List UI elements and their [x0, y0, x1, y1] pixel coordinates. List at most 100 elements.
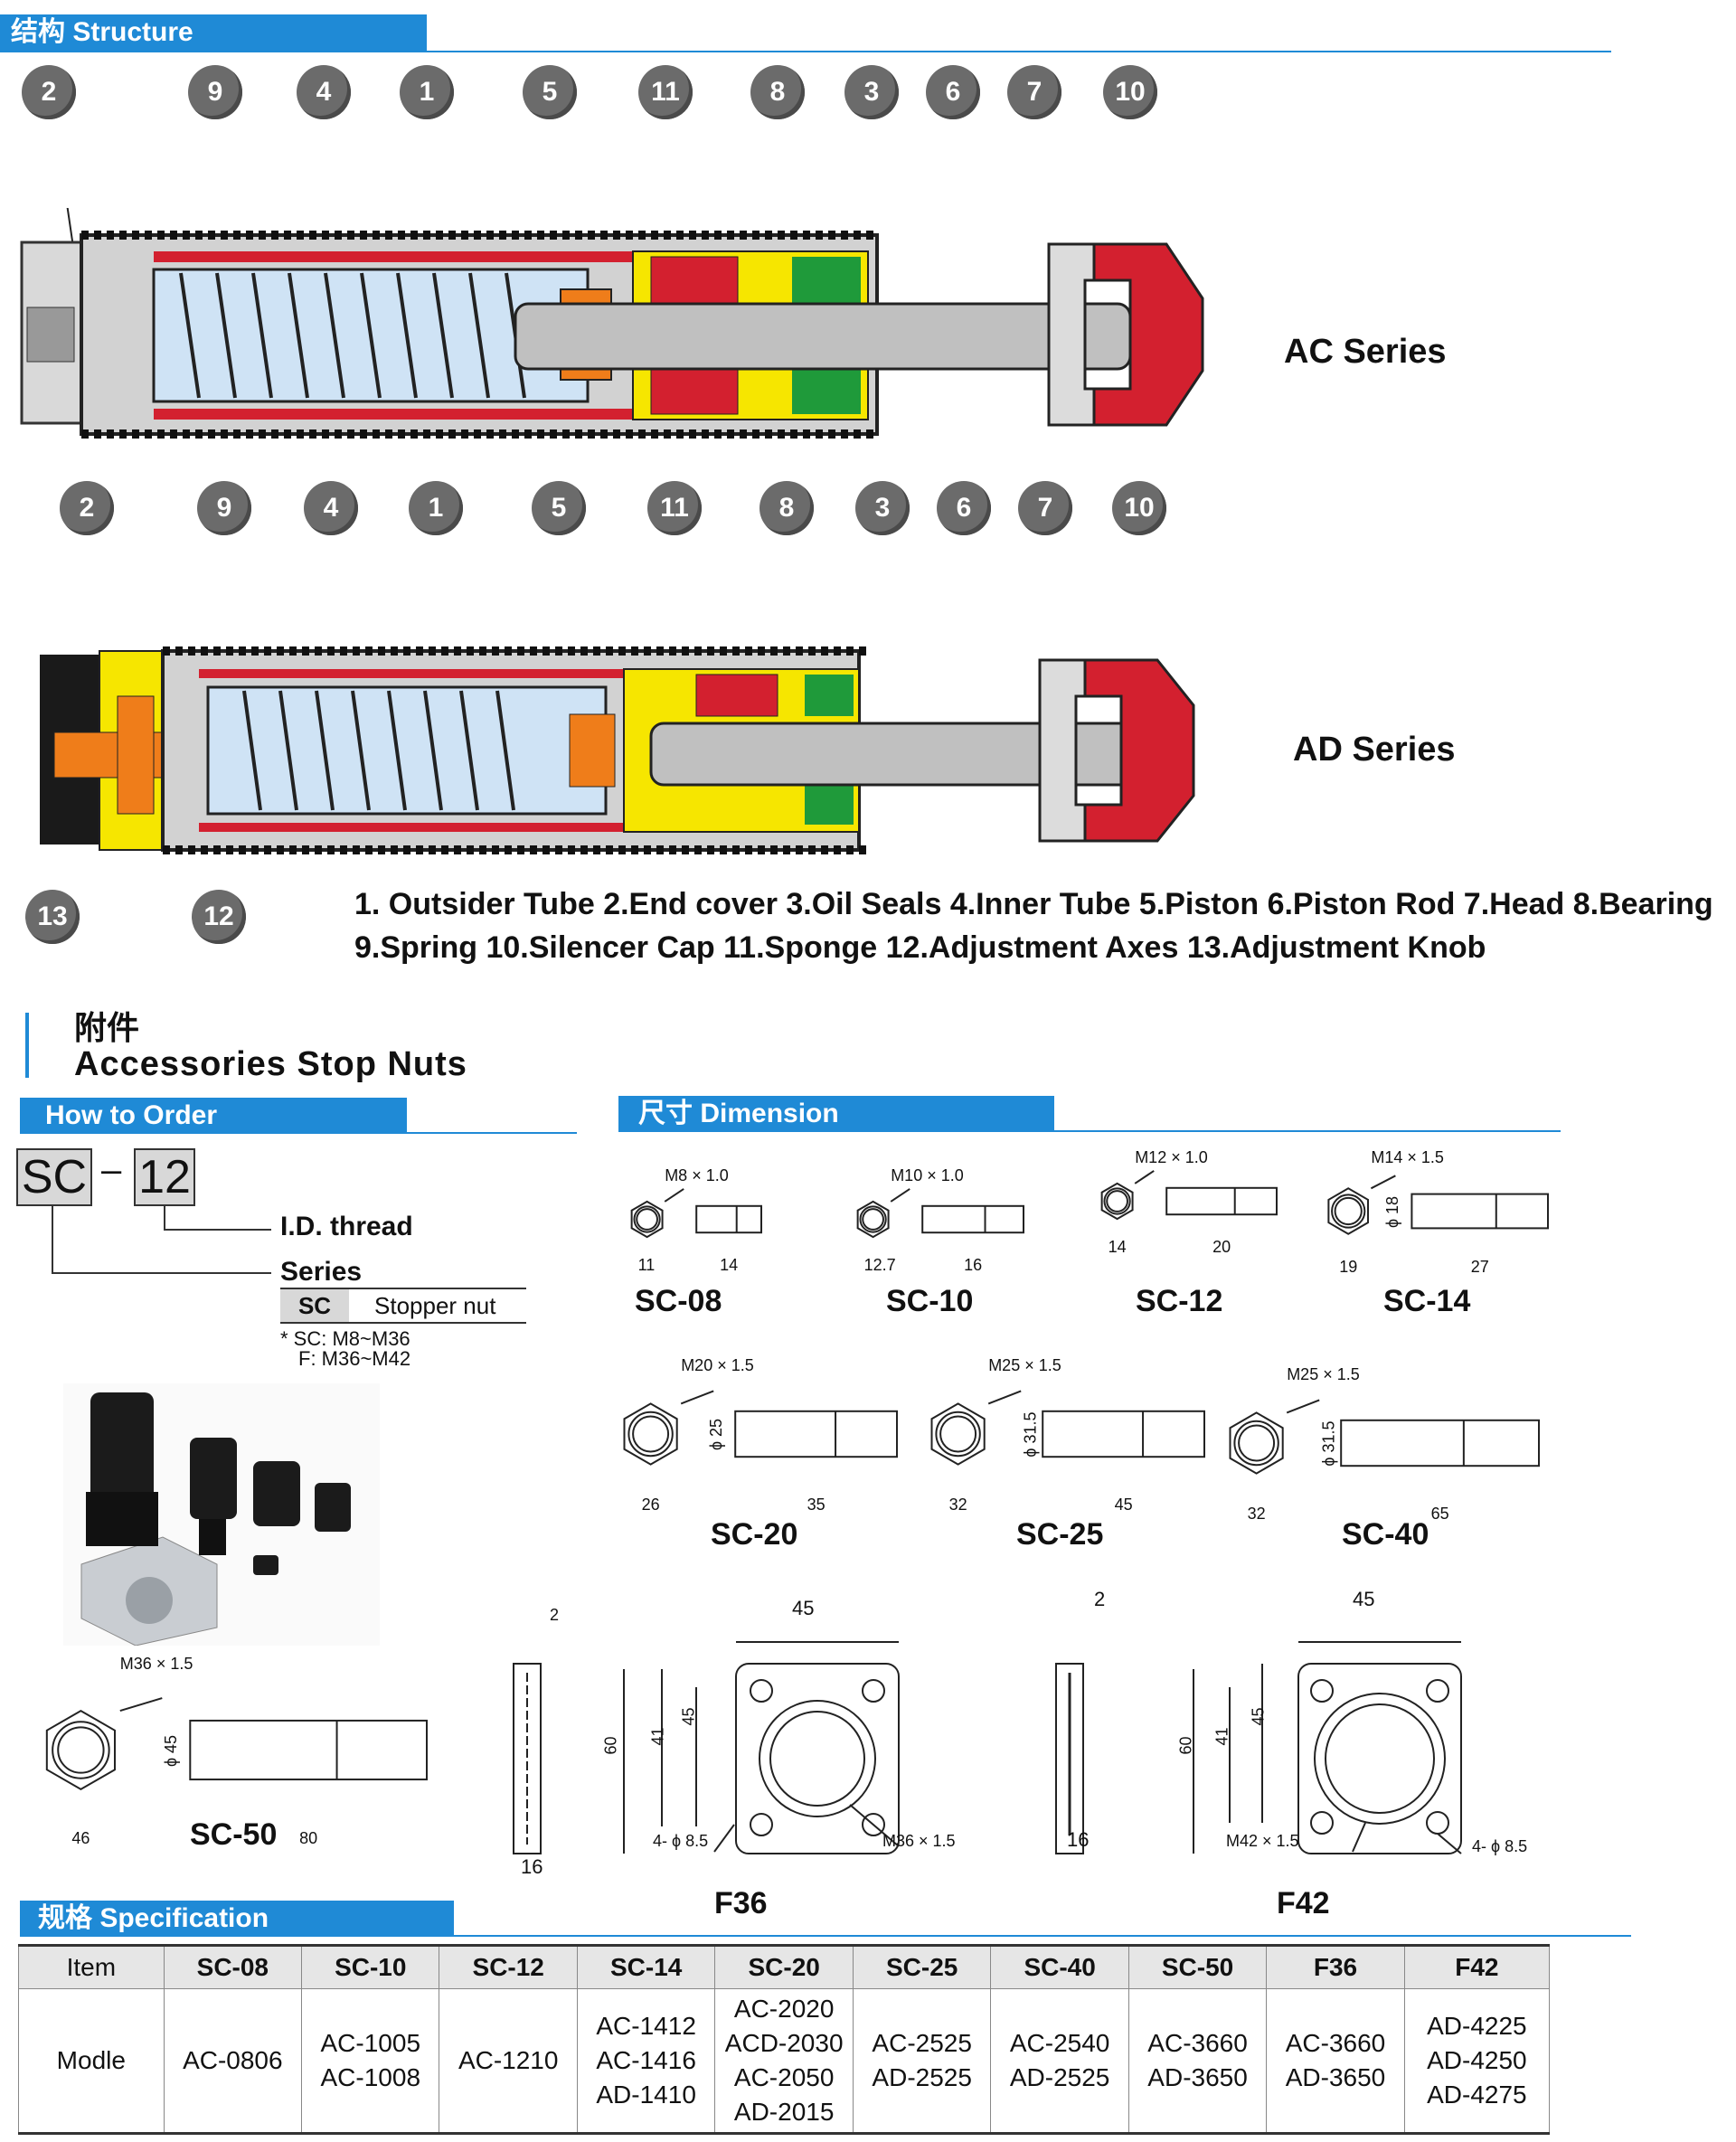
ac-callout: 1 — [400, 65, 454, 119]
dimension-a: 26 — [641, 1496, 660, 1514]
sc-12-drawing — [1100, 1170, 1278, 1221]
accessories-title-cn: 附件 — [74, 1009, 140, 1046]
model-code: AD-3650 — [1147, 2063, 1248, 2091]
how-to-order-rule — [20, 1132, 577, 1134]
accessories-title-en: Accessories Stop Nuts — [74, 1045, 467, 1083]
dimension-banner: 尺寸 Dimension — [618, 1096, 1054, 1132]
order-note-1: * SC: M8~M36 — [280, 1327, 410, 1350]
sc-50-title: SC-50 — [190, 1817, 278, 1852]
thread-size: M10 × 1.0 — [891, 1166, 964, 1184]
dimension-b: 20 — [1212, 1238, 1231, 1256]
accessories-accent-bar — [25, 1013, 29, 1078]
model-code: AD-2525 — [872, 2063, 972, 2091]
series-desc-cell: Stopper nut — [374, 1292, 496, 1319]
ad-callout: 1 — [409, 481, 463, 535]
spec-header-cell: SC-40 — [990, 1944, 1129, 1989]
dimension-a: 19 — [1339, 1258, 1358, 1276]
ad-callout: 2 — [60, 481, 114, 535]
sc-14-drawing — [1327, 1175, 1550, 1235]
spec-header-cell: SC-25 — [852, 1944, 992, 1989]
sc-25-drawing — [930, 1390, 1205, 1466]
model-code: AD-1410 — [596, 2081, 696, 2109]
f42-h41: 41 — [1212, 1727, 1231, 1746]
spec-banner: 规格 Specification — [20, 1901, 454, 1937]
dimension-a: 32 — [948, 1496, 967, 1514]
dimension-dia: ϕ 31.5 — [1021, 1411, 1040, 1458]
ac-callout: 7 — [1007, 65, 1061, 119]
dimension-a: 46 — [71, 1829, 90, 1847]
spec-header-cell: SC-10 — [301, 1944, 440, 1989]
spec-header-cell: Item — [18, 1944, 165, 1989]
spec-header-cell: F42 — [1403, 1944, 1551, 1989]
ad-callout: 6 — [937, 481, 991, 535]
spec-header-cell: F36 — [1266, 1944, 1405, 1989]
dimension-b: 80 — [299, 1829, 318, 1847]
ad-callout: 10 — [1112, 481, 1166, 535]
how-to-order-banner: How to Order — [20, 1098, 407, 1134]
stop-nuts-photo — [63, 1383, 380, 1646]
ad-callout: 5 — [532, 481, 586, 535]
sc-40-drawing — [1229, 1399, 1540, 1475]
ac-callout: 3 — [844, 65, 899, 119]
thread-size: M36 × 1.5 — [119, 1655, 193, 1673]
ac-series-diagram — [20, 208, 1204, 439]
dimension-b: 27 — [1470, 1258, 1489, 1276]
thread-size: M25 × 1.5 — [1287, 1365, 1360, 1383]
order-label-thread: I.D. thread — [280, 1212, 413, 1241]
ad-callout: 9 — [197, 481, 251, 535]
ad-callout: 7 — [1018, 481, 1072, 535]
ad-callout: 11 — [647, 481, 702, 535]
f42-thread: M42 × 1.5 — [1226, 1832, 1299, 1850]
ac-callout: 8 — [750, 65, 805, 119]
spec-rule — [20, 1935, 1631, 1937]
ac-callout: 5 — [523, 65, 577, 119]
f36-holes: 4- ϕ 8.5 — [653, 1832, 709, 1850]
dimension-b: 14 — [720, 1256, 739, 1274]
model-code: AD-2525 — [1009, 2063, 1110, 2091]
model-code: AC-2050 — [733, 2063, 835, 2091]
model-code: AC-3660 — [1147, 2029, 1248, 2057]
dimension-dia: ϕ 31.5 — [1319, 1420, 1338, 1467]
parts-legend-line-1: 1. Outsider Tube 2.End cover 3.Oil Seals… — [354, 887, 1713, 921]
f42-h45: 45 — [1249, 1707, 1268, 1726]
ac-callout: 9 — [188, 65, 242, 119]
series-code-cell: SC — [280, 1289, 349, 1322]
f36-t: 2 — [550, 1606, 560, 1624]
order-dash: – — [101, 1150, 122, 1190]
ad-series-label: AD Series — [1293, 731, 1456, 769]
parts-legend-line-2: 9.Spring 10.Silencer Cap 11.Sponge 12.Ad… — [354, 930, 1486, 965]
dimension-dia: ϕ 45 — [162, 1734, 181, 1767]
f42-top: 45 — [1353, 1588, 1375, 1610]
dimension-dia: ϕ 18 — [1383, 1195, 1402, 1228]
order-label-series: Series — [280, 1257, 363, 1287]
f42-h60: 60 — [1176, 1736, 1195, 1755]
order-connector-lines — [52, 1204, 271, 1274]
order-code-box-thread: 12 — [134, 1148, 195, 1206]
f36-w: 16 — [521, 1855, 543, 1878]
f36-h45: 45 — [679, 1707, 698, 1726]
ac-callout: 10 — [1103, 65, 1157, 119]
spec-model-cell: AC-1210 — [439, 1988, 578, 2135]
order-series-table: SC Stopper nut — [280, 1288, 526, 1324]
dimension-a: 11 — [637, 1256, 656, 1274]
model-code: AC-1412 — [596, 2012, 696, 2040]
ad-bottom-callout: 12 — [192, 890, 246, 944]
f36-drawing — [513, 1641, 900, 1854]
ac-series-label: AC Series — [1284, 333, 1447, 371]
thread-size: M25 × 1.5 — [988, 1356, 1061, 1374]
dimension-b: 35 — [807, 1496, 826, 1514]
dimension-b: 45 — [1114, 1496, 1133, 1514]
order-code-box-series: SC — [16, 1148, 92, 1206]
thread-size: M8 × 1.0 — [665, 1166, 729, 1184]
sc-10-title: SC-10 — [886, 1284, 974, 1318]
dimension-a: 12.7 — [863, 1256, 896, 1274]
ac-callout: 4 — [297, 65, 351, 119]
model-code: ACD-2030 — [724, 2029, 844, 2057]
f36-h41: 41 — [648, 1727, 667, 1746]
sc-50-drawing — [45, 1697, 429, 1791]
structure-rule — [0, 51, 1611, 52]
